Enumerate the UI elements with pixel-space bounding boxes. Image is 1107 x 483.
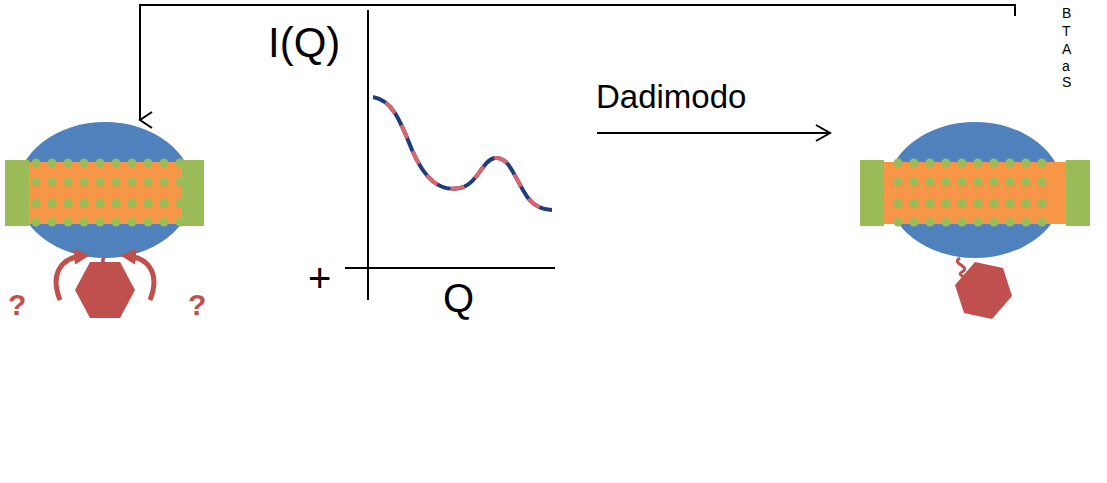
scattering-plot	[345, 10, 555, 300]
method-label: Dadimodo	[596, 80, 746, 113]
nanodisc-right	[860, 122, 1090, 319]
cropped-text: a	[1062, 59, 1070, 73]
cropped-text: S	[1062, 75, 1071, 89]
feedback-arrow	[140, 5, 1015, 120]
cropped-text: A	[1062, 42, 1071, 56]
cropped-text: T	[1062, 24, 1071, 38]
plus-sign: +	[308, 258, 331, 298]
process-arrow	[597, 132, 830, 134]
cropped-text: B	[1062, 6, 1071, 20]
nanodisc-left	[5, 122, 204, 318]
question-mark: ?	[188, 290, 206, 320]
question-mark: ?	[8, 290, 26, 320]
axis-label: I(Q)	[268, 22, 340, 64]
axis-label: Q	[443, 278, 474, 318]
